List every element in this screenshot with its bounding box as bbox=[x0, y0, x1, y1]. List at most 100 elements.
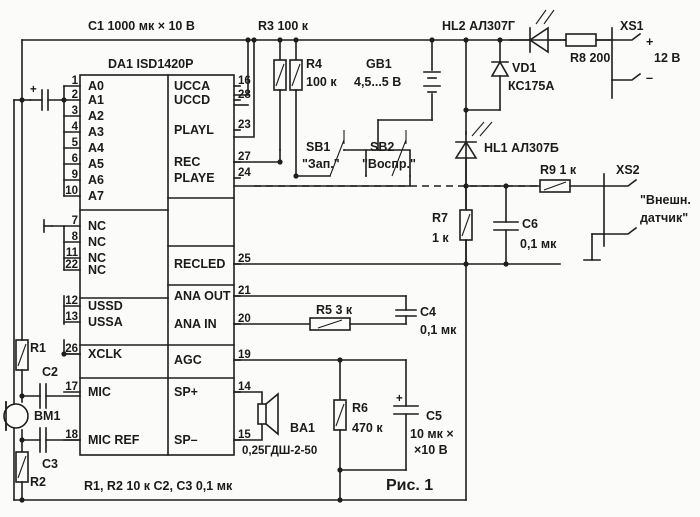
r7-label: R7 bbox=[432, 211, 448, 225]
sb1-value: "Зап." bbox=[302, 157, 340, 171]
c1-label: C1 1000 мк × 10 В bbox=[88, 19, 195, 33]
chip-pin-number-17: 17 bbox=[65, 381, 78, 393]
chip-pin-number-13: 13 bbox=[65, 311, 78, 323]
chip-pin-label-11: NC bbox=[88, 251, 106, 265]
chip-pin-label-21: ANA OUT bbox=[174, 289, 231, 303]
c4-value: 0,1 мк bbox=[420, 323, 457, 337]
chip-pin-number-21: 21 bbox=[238, 285, 251, 297]
chip-pin-label-26: XCLK bbox=[88, 347, 122, 361]
chip-pin-label-4: A3 bbox=[88, 125, 104, 139]
gb1-label: GB1 bbox=[366, 57, 392, 71]
chip-pin-number-10: 10 bbox=[65, 185, 78, 197]
r1-label: R1 bbox=[30, 341, 46, 355]
c5-label: C5 bbox=[426, 409, 442, 423]
xs2-value-2: датчик" bbox=[640, 211, 688, 225]
resistor-r3-r4: R3 100 к R4 100 к bbox=[258, 19, 337, 177]
chip-pin-label-27: REC bbox=[174, 155, 200, 169]
hl2-vd1-xs1: HL2 АЛ307Г R8 200 XS1 12 В + – VD1 КС175… bbox=[442, 9, 680, 111]
bm1-label: BM1 bbox=[34, 409, 60, 423]
hl2-label: HL2 АЛ307Г bbox=[442, 19, 515, 33]
r2-label: R2 bbox=[30, 475, 46, 489]
chip-pin-number-8: 8 bbox=[72, 231, 79, 243]
sb2-label: SB2 bbox=[370, 140, 394, 154]
r9-label: R9 1 к bbox=[540, 163, 577, 177]
chip-pin-label-16: UCCA bbox=[174, 79, 210, 93]
chip-pin-number-20: 20 bbox=[238, 313, 251, 325]
chip-left-grounds bbox=[21, 219, 81, 355]
hl1-r7-c6-xs2: HL1 АЛ307Б R7 1 к C6 0,1 мк R9 1 к XS2 "… bbox=[432, 121, 691, 265]
chip-pin-label-1: A0 bbox=[88, 79, 104, 93]
chip-pin-label-9: A6 bbox=[88, 173, 104, 187]
chip-pin-number-23: 23 bbox=[238, 119, 251, 131]
c5-value-1: 10 мк × bbox=[410, 427, 454, 441]
c3-label: C3 bbox=[42, 457, 58, 471]
chip-pin-number-25: 25 bbox=[238, 253, 251, 265]
switches-sb1-sb2: SB1 "Зап." SB2 "Воспр." bbox=[295, 119, 433, 177]
c4-label: C4 bbox=[420, 305, 436, 319]
chip-pin-number-3: 3 bbox=[72, 105, 78, 117]
capacitor-c1: + C1 1000 мк × 10 В bbox=[29, 19, 195, 111]
chip-pin-number-19: 19 bbox=[238, 349, 251, 361]
junctions bbox=[19, 37, 509, 503]
c6-label: C6 bbox=[522, 217, 538, 231]
chip-pin-number-22: 22 bbox=[65, 259, 78, 271]
component-note: R1, R2 10 к C2, C3 0,1 мк bbox=[84, 479, 233, 493]
chip-designator: DA1 ISD1420P bbox=[108, 57, 193, 71]
chip-pin-label-22: NC bbox=[88, 263, 106, 277]
svg-text:+: + bbox=[30, 84, 37, 96]
chip-pin-label-19: AGC bbox=[174, 353, 202, 367]
chip-pin-label-6: A5 bbox=[88, 157, 104, 171]
agc-network: + R6 470 к C5 10 мк × ×10 В bbox=[233, 359, 454, 501]
chip-pin-label-2: A1 bbox=[88, 93, 104, 107]
chip-pin-number-11: 11 bbox=[66, 247, 79, 259]
r6-value: 470 к bbox=[352, 421, 383, 435]
ba1-label: BA1 bbox=[290, 421, 315, 435]
c6-value: 0,1 мк bbox=[520, 237, 557, 251]
chip-pin-label-25: RECLED bbox=[174, 257, 225, 271]
chip-pin-number-2: 2 bbox=[72, 89, 78, 101]
chip-pin-label-10: A7 bbox=[88, 189, 104, 203]
xs2-label: XS2 bbox=[616, 163, 640, 177]
chip-pin-number-5: 5 bbox=[72, 137, 79, 149]
xs1-value: 12 В bbox=[654, 51, 680, 65]
chip-pin-number-16: 16 bbox=[238, 75, 251, 87]
chip-pin-label-17: MIC bbox=[88, 385, 111, 399]
hl1-label: HL1 АЛ307Б bbox=[484, 141, 559, 155]
gb1-value: 4,5...5 В bbox=[354, 75, 401, 89]
xs2-value-1: "Внешн. bbox=[640, 193, 691, 207]
svg-text:–: – bbox=[646, 71, 653, 85]
chip-pin-number-15: 15 bbox=[238, 429, 251, 441]
figure-title: Рис. 1 bbox=[386, 477, 433, 494]
svg-text:+: + bbox=[646, 35, 653, 49]
chip-pin-label-18: MIC REF bbox=[88, 433, 140, 447]
chip-pin-number-7: 7 bbox=[72, 215, 78, 227]
battery-gb1: GB1 4,5...5 В bbox=[354, 39, 441, 121]
chip-pin-number-12: 12 bbox=[65, 295, 78, 307]
right-pin-labels: 16UCCA28UCCD23PLAYL27REC24PLAYE25RECLED2… bbox=[174, 75, 251, 447]
chip-pin-number-24: 24 bbox=[238, 167, 251, 179]
r5-label: R5 3 к bbox=[316, 303, 353, 317]
chip-pin-number-18: 18 bbox=[65, 429, 78, 441]
ba1-value: 0,25ГДШ-2-50 bbox=[242, 445, 317, 457]
vd1-value: КС175А bbox=[508, 79, 554, 93]
svg-text:+: + bbox=[396, 393, 403, 405]
r7-value: 1 к bbox=[432, 231, 449, 245]
chip-pin-number-14: 14 bbox=[238, 381, 251, 393]
c2-label: C2 bbox=[42, 365, 58, 379]
r4-value: 100 к bbox=[306, 75, 337, 89]
chip-pin-label-7: NC bbox=[88, 219, 106, 233]
chip-pin-label-24: PLAYE bbox=[174, 171, 215, 185]
chip-pin-number-1: 1 bbox=[72, 75, 79, 87]
chip-pin-number-9: 9 bbox=[72, 169, 78, 181]
chip-pin-number-27: 27 bbox=[238, 151, 251, 163]
vd1-label: VD1 bbox=[512, 61, 536, 75]
chip-pin-label-15: SP– bbox=[174, 433, 198, 447]
chip-pin-label-12: USSD bbox=[88, 299, 123, 313]
chip-pin-label-13: USSA bbox=[88, 315, 123, 329]
speaker-ba1: BA1 0,25ГДШ-2-50 bbox=[233, 391, 317, 457]
chip-pin-number-26: 26 bbox=[65, 343, 78, 355]
r8-label: R8 200 bbox=[570, 51, 610, 65]
chip-pin-label-3: A2 bbox=[88, 109, 104, 123]
